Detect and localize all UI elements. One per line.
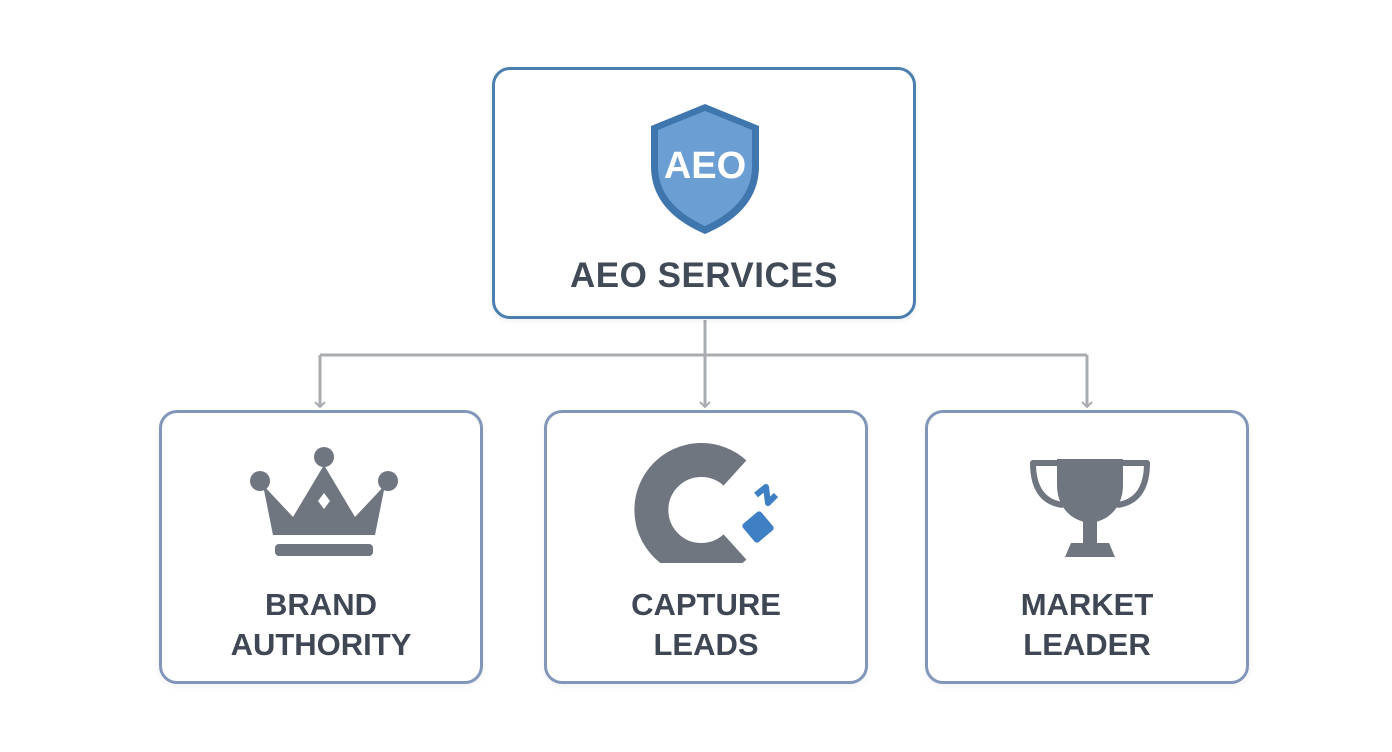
trophy-icon: [1030, 459, 1150, 557]
node-label-line-1: MARKET: [1020, 587, 1154, 622]
shield-badge-text: AEO: [664, 145, 746, 187]
brand-authority-node: BRAND AUTHORITY: [159, 410, 483, 684]
node-label: MARKET LEADER: [928, 585, 1246, 665]
node-label-line-1: CAPTURE: [631, 587, 781, 622]
market-leader-node: MARKET LEADER: [925, 410, 1249, 684]
aeo-services-node: AEO AEO SERVICES: [492, 67, 916, 319]
node-title: AEO SERVICES: [570, 256, 838, 295]
node-label-line-2: LEADS: [653, 627, 759, 662]
capture-leads-node: CAPTURE LEADS: [544, 410, 868, 684]
node-label-line-2: LEADER: [1023, 627, 1151, 662]
node-label: CAPTURE LEADS: [547, 585, 865, 665]
node-label: BRAND AUTHORITY: [162, 585, 480, 665]
shield-icon: AEO: [651, 104, 759, 234]
crown-icon: [250, 447, 398, 556]
magnet-icon: [634, 443, 779, 563]
node-label-line-1: BRAND: [265, 587, 377, 622]
node-label-line-2: AUTHORITY: [230, 627, 412, 662]
